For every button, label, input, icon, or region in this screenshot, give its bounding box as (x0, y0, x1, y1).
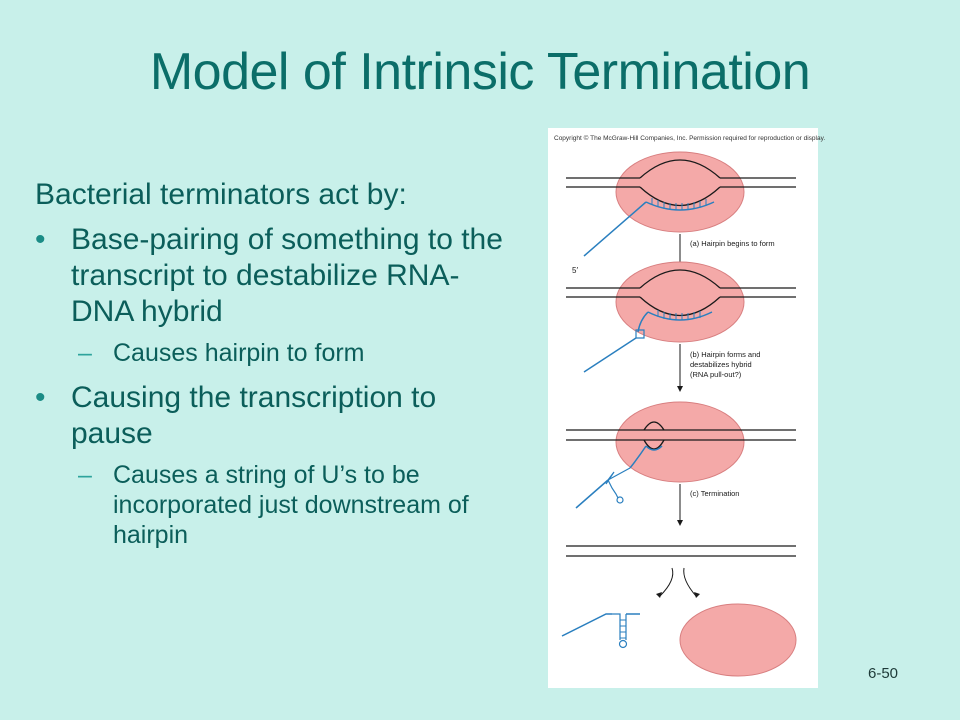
dash-icon: – (78, 339, 92, 367)
rna-polymerase-2 (615, 261, 745, 343)
slide-title: Model of Intrinsic Termination (149, 43, 811, 101)
panel-1: 5′ (a) Hairpin begins to form (566, 151, 796, 275)
bullet-item: • Base-pairing of something to the trans… (35, 222, 515, 330)
termination-diagram: 5′ (a) Hairpin begins to form (561, 151, 797, 677)
arrow-down-icon (677, 386, 683, 392)
rna-strand (583, 201, 647, 257)
rna-polymerase-1 (615, 151, 745, 233)
panel-4 (561, 545, 797, 677)
sub-bullet-text: Causes a string of U’s to be incorporate… (113, 461, 469, 549)
figure-copyright: Copyright © The McGraw-Hill Companies, I… (554, 135, 826, 142)
sub-bullet-text: Causes hairpin to form (113, 339, 365, 367)
panel-3: (c) Termination (566, 401, 796, 526)
sub-bullet-item: – Causes a string of U’s to be incorpora… (35, 460, 515, 550)
bullet-dot-icon: • (35, 223, 46, 256)
arrow-down-icon (677, 520, 683, 526)
bullet-dot-icon: • (35, 381, 46, 414)
released-polymerase (679, 603, 797, 677)
five-prime-label: 5′ (572, 266, 578, 275)
step-b-label-2: destabilizes hybrid (690, 360, 752, 369)
panel-2: (b) Hairpin forms and destabilizes hybri… (566, 261, 796, 392)
arrow-right-icon (694, 592, 700, 598)
bullet-text: Causing the transcription to pause (71, 381, 437, 450)
bullet-item: • Causing the transcription to pause (35, 380, 515, 452)
step-a-label: (a) Hairpin begins to form (690, 239, 775, 248)
sub-bullet-item: – Causes hairpin to form (35, 338, 515, 368)
slide-content: Bacterial terminators act by: • Base-pai… (35, 176, 515, 562)
step-c-label: (c) Termination (690, 489, 739, 498)
bullet-text: Base-pairing of something to the transcr… (71, 223, 503, 328)
step-b-label-1: (b) Hairpin forms and (690, 350, 760, 359)
termination-figure: Copyright © The McGraw-Hill Companies, I… (548, 128, 825, 688)
step-b-label-3: (RNA pull-out?) (690, 370, 742, 379)
lead-text: Bacterial terminators act by: (35, 178, 407, 211)
dash-icon: – (78, 461, 92, 489)
arrow-left-icon (656, 592, 662, 598)
slide-number: 6-50 (868, 665, 899, 682)
rna-polymerase-3 (615, 401, 745, 483)
